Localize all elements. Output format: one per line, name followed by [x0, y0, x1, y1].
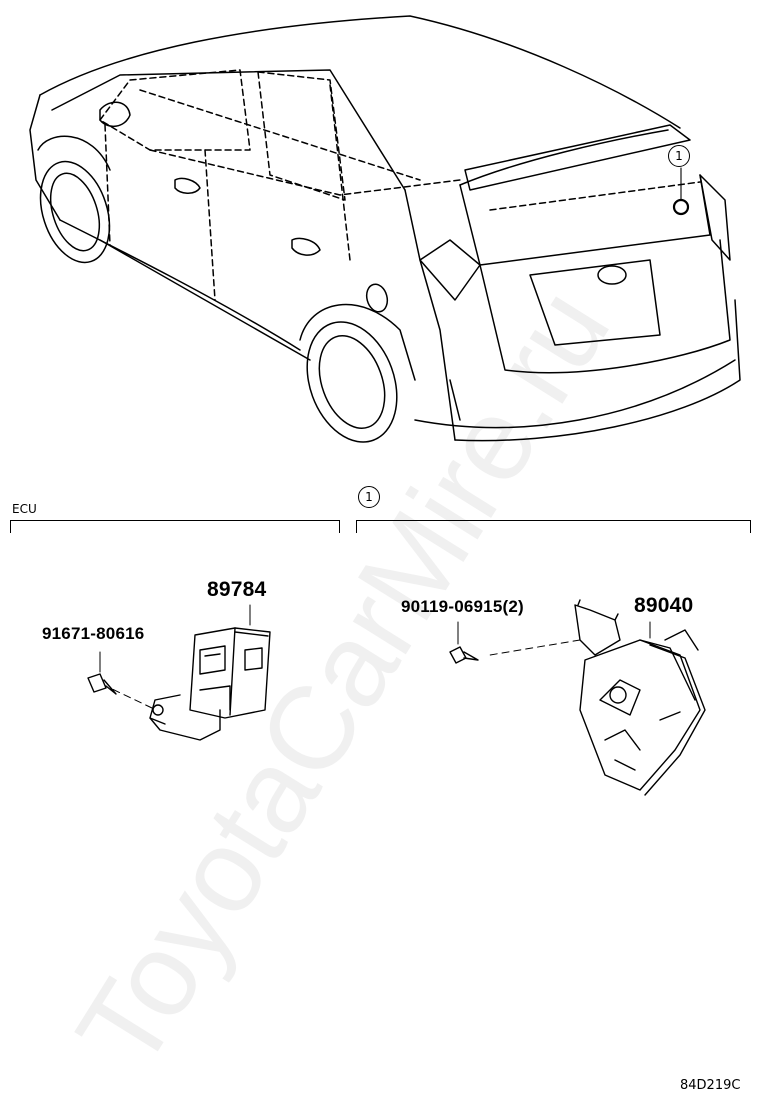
- part-number-ecu: 89784: [207, 578, 267, 601]
- part-number-sensor-bolt: 90119-06915(2): [401, 597, 524, 616]
- right-group-bracket: [356, 520, 751, 533]
- vehicle-callout-marker: 1: [668, 145, 690, 167]
- part-number-ecu-bolt: 91671-80616: [42, 624, 145, 643]
- part-number-sensor: 89040: [634, 594, 694, 617]
- ecu-group-bracket: [10, 520, 340, 533]
- sensor-drawing: [449, 599, 706, 796]
- vehicle-illustration: [29, 15, 741, 443]
- figure-code: 84D219C: [680, 1078, 741, 1093]
- ecu-group-label: ECU: [12, 502, 37, 516]
- ecu-drawing: [87, 604, 271, 741]
- group-callout-marker: 1: [358, 486, 380, 508]
